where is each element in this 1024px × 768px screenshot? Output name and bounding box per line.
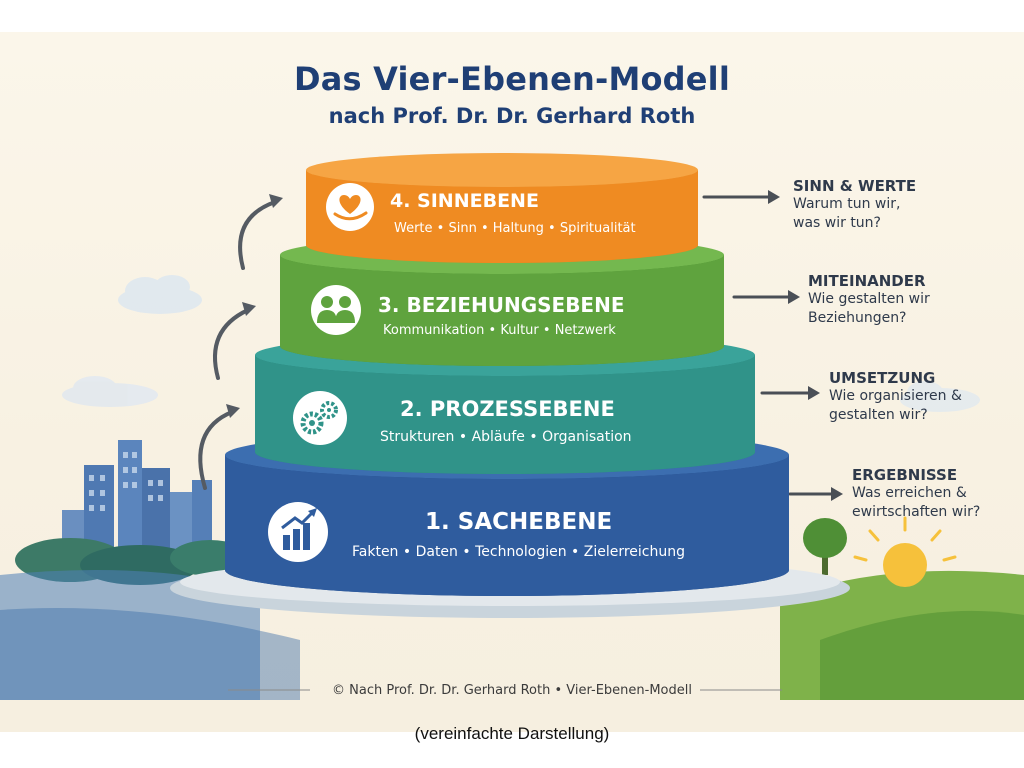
side-heading: SINN & WERTE bbox=[793, 177, 917, 195]
people-icon bbox=[311, 285, 361, 335]
page-subtitle: nach Prof. Dr. Dr. Gerhard Roth bbox=[328, 104, 696, 128]
cloud-right bbox=[900, 381, 980, 412]
city-skyline bbox=[62, 440, 212, 550]
tier-sinnebene bbox=[306, 153, 698, 263]
level-3-title: 3. BEZIEHUNGSEBENE bbox=[378, 293, 625, 317]
tier-prozessebene bbox=[255, 334, 755, 474]
left-water bbox=[0, 570, 260, 700]
heart-hand-glyph bbox=[333, 195, 368, 221]
side-label-miteinander: MITEINANDER Wie gestalten wir Beziehunge… bbox=[808, 272, 930, 328]
side-line: Wie gestalten wir bbox=[808, 291, 930, 307]
level-2-keywords: Strukturen • Abläufe • Organisation bbox=[380, 429, 632, 445]
side-line: Warum tun wir, bbox=[793, 196, 901, 212]
level-3-keywords: Kommunikation • Kultur • Netzwerk bbox=[383, 323, 616, 338]
side-line: Beziehungen? bbox=[808, 310, 907, 326]
right-hill-front bbox=[820, 610, 1024, 700]
right-arrow-heads bbox=[768, 190, 843, 501]
cloud-left-small bbox=[62, 376, 158, 407]
left-flow-arrows bbox=[198, 200, 277, 490]
tier-beziehungsebene bbox=[280, 236, 724, 366]
side-line: gestalten wir? bbox=[829, 407, 928, 423]
left-water-deep bbox=[0, 608, 300, 700]
side-heading: UMSETZUNG bbox=[829, 369, 936, 387]
arrow-heads-left bbox=[226, 194, 283, 418]
background-scenery bbox=[0, 153, 1024, 700]
side-line: was wir tun? bbox=[793, 215, 881, 231]
gears-glyph bbox=[300, 401, 338, 435]
level-1-keywords: Fakten • Daten • Technologien • Zielerre… bbox=[352, 544, 686, 560]
cloud-left bbox=[118, 275, 202, 314]
side-heading: MITEINANDER bbox=[808, 272, 926, 290]
footer-credit: © Nach Prof. Dr. Dr. Gerhard Roth • Vier… bbox=[332, 683, 692, 698]
infographic-canvas bbox=[0, 32, 1024, 732]
level-2-title: 2. PROZESSEBENE bbox=[400, 397, 615, 421]
side-heading: ERGEBNISSE bbox=[852, 466, 958, 484]
side-label-ergebnisse: ERGEBNISSE Was erreichen & ewirtschaften… bbox=[852, 466, 980, 522]
level-1-title: 1. SACHEBENE bbox=[425, 509, 613, 535]
side-line: ewirtschaften wir? bbox=[852, 504, 981, 520]
level-4-title: 4. SINNEBENE bbox=[390, 190, 539, 212]
side-label-umsetzung: UMSETZUNG Wie organisieren & gestalten w… bbox=[829, 369, 962, 425]
page-title: Das Vier-Ebenen-Modell bbox=[293, 60, 731, 98]
side-line: Wie organisieren & bbox=[829, 388, 962, 404]
people-glyph bbox=[317, 296, 355, 323]
caption: (vereinfachte Darstellung) bbox=[414, 724, 610, 743]
right-arrows bbox=[702, 195, 837, 496]
tree-icon bbox=[803, 518, 847, 575]
level-4-keywords: Werte • Sinn • Haltung • Spiritualität bbox=[394, 221, 636, 236]
sun-icon bbox=[853, 516, 957, 587]
side-label-sinn: SINN & WERTE Warum tun wir, was wir tun? bbox=[793, 177, 916, 233]
growth-chart-glyph bbox=[281, 508, 317, 550]
side-line: Was erreichen & bbox=[852, 485, 967, 501]
